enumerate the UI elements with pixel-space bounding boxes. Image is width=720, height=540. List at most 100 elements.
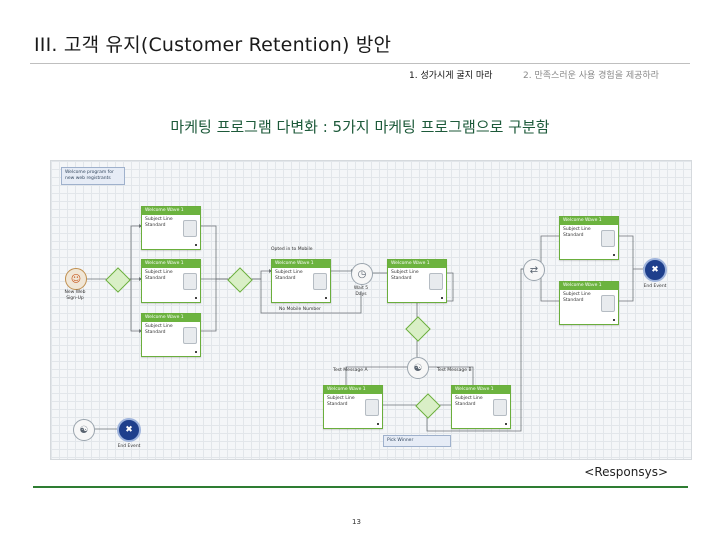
wave-title: Welcome Wave 1: [452, 386, 510, 394]
wave-handle: [195, 351, 197, 353]
wave-title: Welcome Wave 1: [388, 260, 446, 268]
wave-handle: [613, 254, 615, 256]
no-mobile-label: No Mobile Number: [279, 307, 321, 312]
test-wave-b[interactable]: Welcome Wave 1 Subject Line Standard: [451, 385, 511, 429]
wave-title: Welcome Wave 1: [324, 386, 382, 394]
page-number: 13: [352, 518, 361, 526]
wave-body: Subject Line Standard: [388, 268, 430, 284]
wave-line-1: Subject Line: [563, 292, 591, 297]
welcome-wave-bottom[interactable]: Welcome Wave 1 Subject Line Standard: [141, 313, 201, 357]
wave-line-1: Subject Line: [563, 227, 591, 232]
wave-body: Subject Line Standard: [324, 394, 366, 410]
wave-title: Welcome Wave 1: [142, 207, 200, 215]
wave-body: Subject Line Standard: [560, 225, 602, 241]
wave-handle: [195, 297, 197, 299]
wave-line-1: Subject Line: [391, 270, 419, 275]
new-web-signup-node[interactable]: ☺: [65, 268, 87, 290]
close-icon: ✖: [125, 425, 133, 435]
wave-handle: [613, 319, 615, 321]
document-icon: [601, 295, 615, 312]
wave-line-2: Standard: [563, 233, 584, 239]
pick-winner-note: Pick Winner: [383, 435, 451, 447]
document-icon: [365, 399, 379, 416]
split-test-icon: ☯: [413, 362, 423, 374]
document-icon: [313, 273, 327, 290]
wave-body: Subject Line Standard: [142, 268, 184, 284]
wait-label-line-2: Days: [355, 291, 367, 297]
document-icon: [429, 273, 443, 290]
end-event-right-label: End Event: [643, 284, 667, 289]
flow-connectors: [85, 224, 646, 432]
start-label-line-1: New Web: [64, 290, 86, 295]
wave-body: Subject Line Standard: [452, 394, 494, 410]
welcome-wave-right-bottom[interactable]: Welcome Wave 1 Subject Line Standard: [559, 281, 619, 325]
title-divider: [30, 63, 690, 64]
nav-item-satisfying-experience[interactable]: 2. 만족스러운 사용 경험을 제공하라: [523, 71, 659, 81]
wave-line-2: Standard: [391, 276, 412, 282]
wave-line-1: Subject Line: [327, 396, 355, 401]
wave-line-1: Subject Line: [455, 396, 483, 401]
source-caption: <Responsys>: [584, 465, 668, 479]
document-icon: [601, 230, 615, 247]
document-icon: [183, 273, 197, 290]
ab-test-node[interactable]: ☯: [407, 357, 429, 379]
slide-subtitle: 마케팅 프로그램 다변화 : 5가지 마케팅 프로그램으로 구분함: [170, 118, 550, 136]
wave-line-2: Standard: [145, 223, 166, 229]
wave-line-1: Subject Line: [275, 270, 303, 275]
wave-line-2: Standard: [455, 402, 476, 408]
wave-title: Welcome Wave 1: [272, 260, 330, 268]
wait-label: Wait 5 Days: [347, 286, 375, 298]
wave-title: Welcome Wave 1: [142, 260, 200, 268]
welcome-wave-top[interactable]: Welcome Wave 1 Subject Line Standard: [141, 206, 201, 250]
wave-line-2: Standard: [145, 276, 166, 282]
footer-divider: [33, 486, 688, 488]
wave-handle: [441, 297, 443, 299]
bottom-start-node[interactable]: ☯: [73, 419, 95, 441]
welcome-wave-center[interactable]: Welcome Wave 1 Subject Line Standard: [387, 259, 447, 303]
wave-line-1: Subject Line: [145, 217, 173, 222]
merge-icon: ⇄: [529, 264, 539, 276]
wave-body: Subject Line Standard: [272, 268, 314, 284]
start-label-line-2: Sign-Up: [66, 295, 84, 301]
wave-title: Welcome Wave 1: [560, 282, 618, 290]
end-event-left-label: End Event: [117, 444, 141, 449]
page-title: III. 고객 유지(Customer Retention) 방안: [34, 34, 392, 56]
end-event-right[interactable]: ✖: [643, 258, 667, 282]
wave-line-1: Subject Line: [145, 324, 173, 329]
test-b-label: Test Message B: [437, 368, 472, 373]
wave-line-2: Standard: [275, 276, 296, 282]
wave-line-2: Standard: [327, 402, 348, 408]
document-icon: [183, 327, 197, 344]
wave-title: Welcome Wave 1: [142, 314, 200, 322]
welcome-wave-right-top[interactable]: Welcome Wave 1 Subject Line Standard: [559, 216, 619, 260]
test-wave-a[interactable]: Welcome Wave 1 Subject Line Standard: [323, 385, 383, 429]
wave-body: Subject Line Standard: [142, 215, 184, 231]
mobile-welcome-wave[interactable]: Welcome Wave 1 Subject Line Standard: [271, 259, 331, 303]
nav-item-avoid-annoying[interactable]: 1. 성가시게 굴지 마라: [409, 71, 493, 81]
split-test-icon: ☯: [79, 424, 89, 436]
wave-line-2: Standard: [563, 298, 584, 304]
wave-body: Subject Line Standard: [142, 322, 184, 338]
wave-line-2: Standard: [145, 330, 166, 336]
wave-line-1: Subject Line: [145, 270, 173, 275]
close-icon: ✖: [651, 265, 659, 275]
start-label: New Web Sign-Up: [55, 290, 95, 302]
wait-label-line-1: Wait 5: [353, 286, 369, 291]
test-a-label: Test Message A: [333, 368, 368, 373]
end-event-left[interactable]: ✖: [117, 418, 141, 442]
wave-handle: [377, 423, 379, 425]
wave-handle: [325, 297, 327, 299]
document-icon: [493, 399, 507, 416]
wave-title: Welcome Wave 1: [560, 217, 618, 225]
marketing-program-flow-diagram: Welcome program for new web registrants …: [50, 160, 692, 460]
document-icon: [183, 220, 197, 237]
wave-handle: [505, 423, 507, 425]
program-note: Welcome program for new web registrants: [61, 167, 125, 185]
opt-in-label: Opted in to Mobile: [271, 247, 313, 252]
merge-node-right[interactable]: ⇄: [523, 259, 545, 281]
person-icon: ☺: [70, 273, 82, 285]
welcome-wave-middle[interactable]: Welcome Wave 1 Subject Line Standard: [141, 259, 201, 303]
wave-handle: [195, 244, 197, 246]
wait-node[interactable]: ◷: [351, 263, 373, 285]
wave-body: Subject Line Standard: [560, 290, 602, 306]
